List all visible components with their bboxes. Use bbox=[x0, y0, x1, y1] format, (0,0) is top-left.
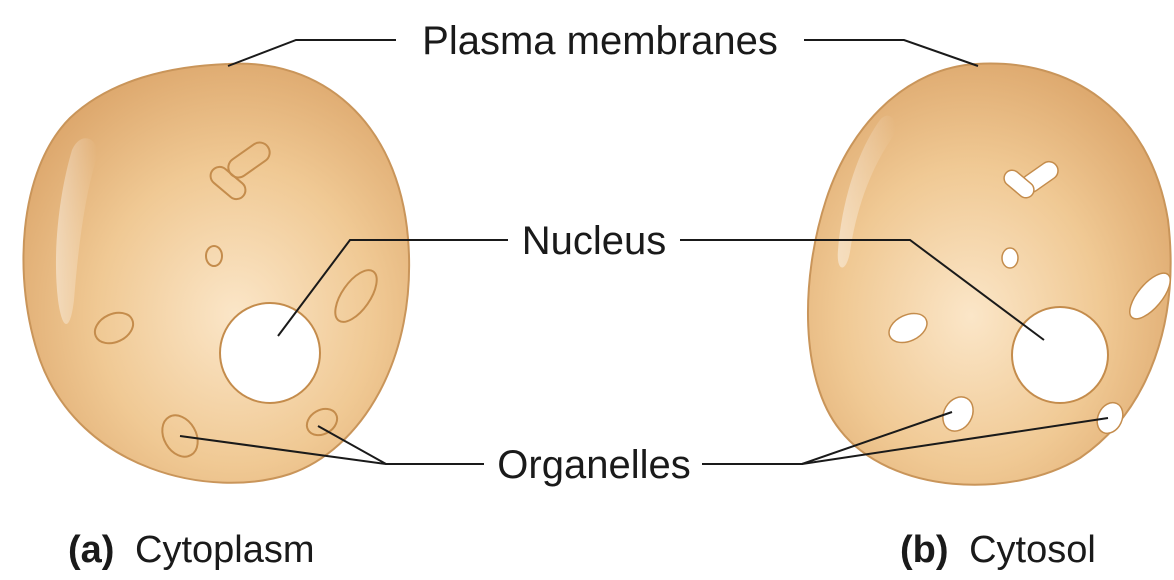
label-plasma-membranes: Plasma membranes bbox=[422, 19, 778, 63]
label-organelles: Organelles bbox=[497, 443, 690, 487]
caption-a-letter: (a) bbox=[68, 529, 114, 571]
caption-b: (b) Cytosol bbox=[900, 529, 1096, 571]
cell-b-cytosol bbox=[808, 64, 1174, 485]
caption-b-text: Cytosol bbox=[969, 529, 1096, 571]
caption-a: (a) Cytoplasm bbox=[68, 529, 315, 571]
cell-a-cytoplasm bbox=[23, 64, 409, 483]
leader-plasma-a bbox=[228, 40, 396, 66]
leader-plasma-b bbox=[804, 40, 978, 66]
label-nucleus: Nucleus bbox=[522, 219, 667, 263]
cell-a-nucleus bbox=[220, 303, 320, 403]
caption-a-text: Cytoplasm bbox=[135, 529, 315, 571]
cell-a-membrane bbox=[23, 64, 409, 483]
caption-b-letter: (b) bbox=[900, 529, 949, 571]
cell-b-nucleus bbox=[1012, 307, 1108, 403]
